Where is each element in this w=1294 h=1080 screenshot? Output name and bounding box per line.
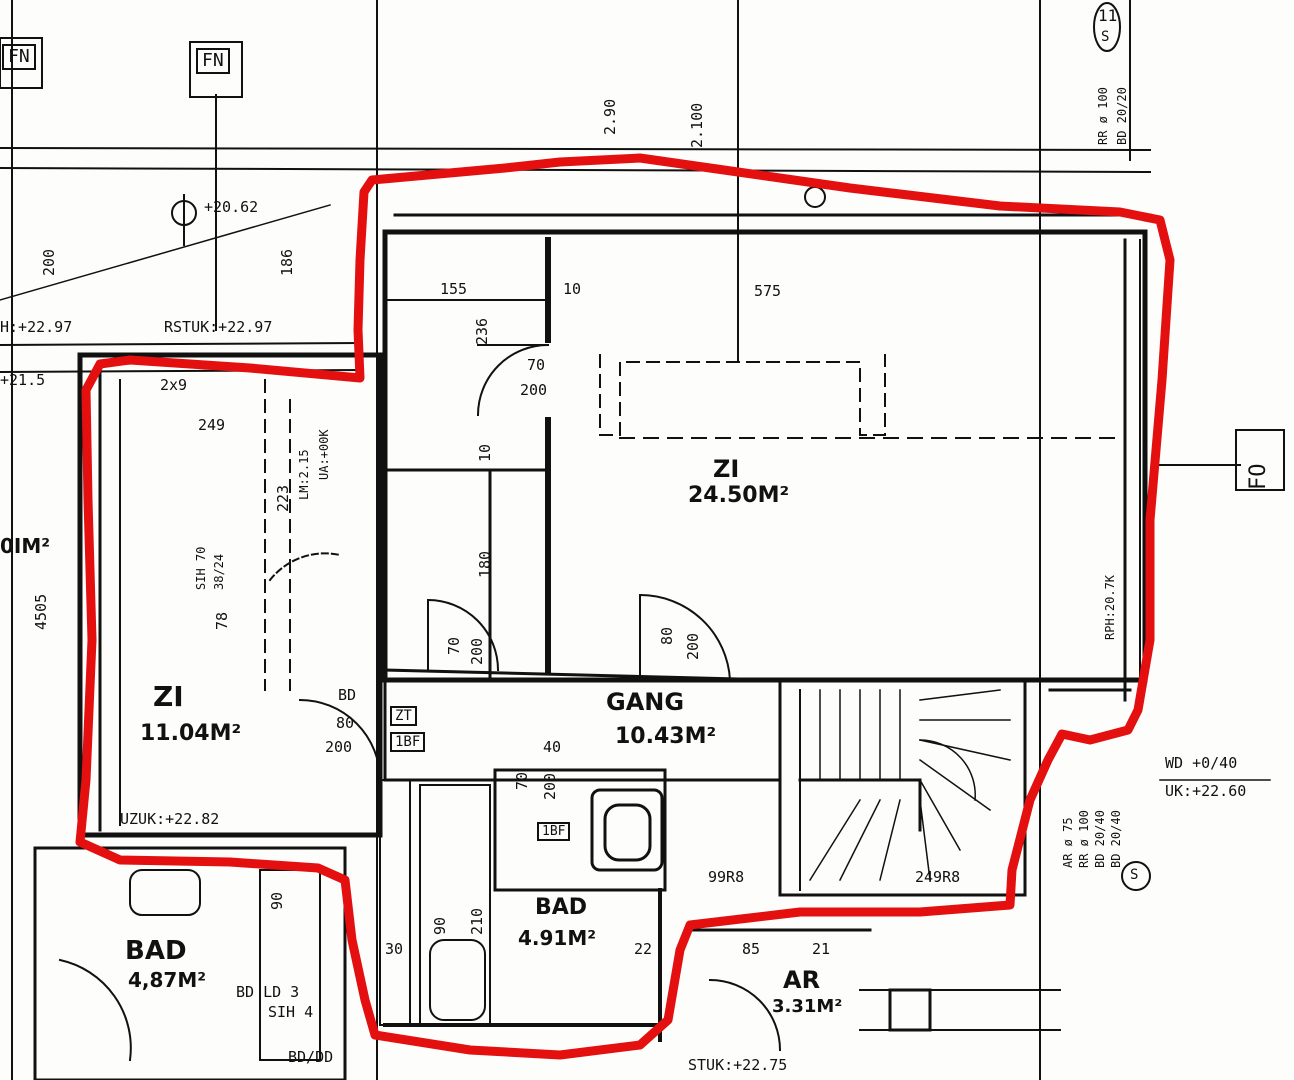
- room-bad-center-area: 4.91M²: [518, 926, 597, 950]
- dim-label: 22: [634, 940, 653, 958]
- note-wd: WD +0/40: [1165, 754, 1238, 772]
- label-zt: ZT: [390, 706, 417, 726]
- dim-label: 2.100: [688, 102, 706, 148]
- dim-label: 40: [543, 738, 562, 756]
- room-zi-left-name: ZI: [153, 680, 184, 713]
- note-sih: SIH 70: [194, 546, 208, 590]
- dim-label: 223: [274, 484, 292, 512]
- dim-label: 30: [385, 940, 404, 958]
- room-zi-large-area: 24.50M²: [688, 483, 790, 508]
- dim-label: 21: [812, 940, 831, 958]
- dim-label: 70: [445, 636, 463, 655]
- note-lm: LM:2.15: [297, 449, 311, 500]
- dim-label: +20.62: [204, 198, 259, 216]
- dim-label: 70: [513, 771, 531, 790]
- dim-label: 236: [473, 317, 491, 345]
- dim-label: 200: [468, 637, 486, 665]
- note-rph: RPH:20.7K: [1103, 574, 1117, 640]
- room-partial-left-area: 0IM²: [0, 534, 51, 558]
- dim-label: 10: [563, 280, 582, 298]
- dim-label: 155: [440, 280, 468, 298]
- dim-label: 200: [40, 248, 58, 276]
- dim-label: 249R8: [915, 868, 961, 886]
- dim-label: 90: [268, 891, 286, 910]
- note-hstuk: H:+22.97: [0, 318, 73, 336]
- dim-label: 2.90: [601, 98, 619, 135]
- axis-label-top: 11: [1098, 6, 1118, 25]
- room-gang-area: 10.43M²: [615, 724, 717, 749]
- highlighted-unit-outline: [75, 153, 1175, 1060]
- fo-marker-right: FO: [1246, 463, 1271, 491]
- note-bd-ld: BD LD 3: [236, 983, 300, 1001]
- dim-label: 4505: [32, 593, 50, 630]
- room-gang-name: GANG: [606, 688, 685, 716]
- note-rr2: RR ø 100: [1077, 810, 1091, 868]
- dim-label: 80: [336, 714, 355, 732]
- room-zi-large-name: ZI: [713, 455, 740, 483]
- dim-label: 99R8: [708, 868, 745, 886]
- note-bd: BD: [338, 686, 357, 704]
- note-uzuk: UZUK:+22.82: [120, 810, 220, 828]
- dim-label: 78: [213, 611, 231, 630]
- axis-label-top-sub: S: [1101, 29, 1110, 45]
- note-bd-dd: BD/DD: [288, 1048, 334, 1066]
- axis-label-bottom: S: [1130, 867, 1139, 883]
- dim-label: 200: [541, 772, 559, 800]
- fn-marker-left: FN: [2, 44, 36, 70]
- fn-marker-center: FN: [196, 48, 230, 74]
- note-sih-small: SIH 4: [268, 1003, 314, 1021]
- room-bad-left-name: BAD: [125, 936, 187, 966]
- dim-label: 249: [198, 416, 226, 434]
- note-sih-sub: 38/24: [212, 553, 226, 590]
- note-h215: +21.5: [0, 371, 46, 389]
- dim-label: 186: [278, 248, 296, 276]
- dim-label: 210: [468, 907, 486, 935]
- dim-label: 90: [431, 916, 449, 935]
- dim-label: 85: [742, 940, 761, 958]
- note-ar: AR ø 75: [1061, 817, 1075, 868]
- note-stuk: STUK:+22.75: [688, 1056, 788, 1074]
- room-zi-left-area: 11.04M²: [140, 721, 242, 746]
- label-bf-2: 1BF: [537, 822, 571, 841]
- note-zi-top-code: 2x9: [160, 376, 188, 394]
- note-bd3: BD 20/40: [1109, 810, 1123, 868]
- dim-label: 575: [754, 282, 782, 300]
- room-ar-name: AR: [783, 966, 821, 994]
- dim-label: 10: [476, 443, 494, 462]
- dim-label: 200: [520, 381, 548, 399]
- room-bad-center-name: BAD: [535, 895, 588, 920]
- room-ar-area: 3.31M²: [772, 996, 843, 1017]
- note-bd-top: BD 20/20: [1115, 87, 1129, 145]
- note-rstuk: RSTUK:+22.97: [164, 318, 273, 336]
- dim-label: 180: [476, 550, 494, 578]
- label-bf-1: 1BF: [390, 732, 426, 752]
- note-ua: UA:+00K: [317, 429, 331, 480]
- dim-label: 70: [527, 356, 546, 374]
- dim-label: 200: [684, 632, 702, 660]
- note-bd2: BD 20/40: [1093, 810, 1107, 868]
- note-uk: UK:+22.60: [1165, 782, 1247, 800]
- dim-label: 80: [658, 626, 676, 645]
- note-rr: RR ø 100: [1096, 87, 1110, 145]
- dim-label: 200: [325, 738, 353, 756]
- room-bad-left-area: 4,87M²: [128, 968, 207, 992]
